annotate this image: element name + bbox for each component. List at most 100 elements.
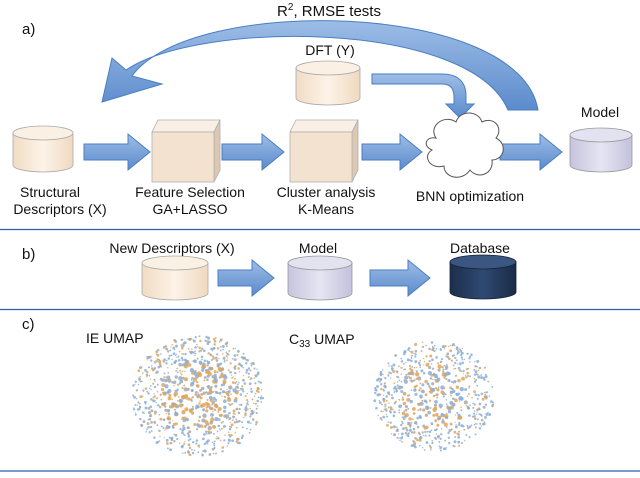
umap-point <box>182 353 185 355</box>
umap-point <box>180 357 183 360</box>
umap-point <box>242 374 245 377</box>
dft-label: DFT (Y) <box>305 42 355 58</box>
umap-point <box>189 438 192 441</box>
umap-point <box>181 363 185 367</box>
umap-point <box>250 364 253 367</box>
umap-point <box>218 358 220 360</box>
umap-point <box>247 375 250 378</box>
umap-point <box>163 361 165 364</box>
umap-point <box>390 433 393 435</box>
umap-point <box>137 401 140 404</box>
model-label-a: Model <box>580 104 620 120</box>
umap-point <box>187 435 191 438</box>
umap-point <box>153 410 157 414</box>
umap-point <box>436 396 439 399</box>
umap-point <box>402 391 407 396</box>
arrow-new-to-model <box>217 258 275 298</box>
umap-point <box>400 373 403 376</box>
umap-point <box>141 395 144 397</box>
umap-point <box>246 402 249 405</box>
umap-point <box>147 425 150 429</box>
umap-point <box>447 372 451 376</box>
umap-point <box>452 389 456 394</box>
umap-point <box>217 411 220 414</box>
umap-point <box>447 357 451 361</box>
umap-point <box>163 372 166 375</box>
umap-point <box>392 363 396 367</box>
umap-point <box>194 336 197 339</box>
umap-point <box>403 379 406 382</box>
umap-point <box>461 376 465 381</box>
umap-point <box>437 364 442 369</box>
umap-point <box>409 367 412 370</box>
umap-point <box>149 413 152 417</box>
umap-point <box>179 379 184 384</box>
umap-point <box>435 433 438 435</box>
umap-point <box>175 370 178 372</box>
umap-point <box>437 386 440 389</box>
umap-point <box>156 348 160 352</box>
umap-point <box>234 365 237 368</box>
umap-point <box>484 373 487 376</box>
umap-point <box>442 447 446 451</box>
umap-point <box>159 417 163 421</box>
feature-label-line1: Feature Selection <box>135 184 245 200</box>
umap-point <box>188 408 193 413</box>
umap-point <box>476 359 480 363</box>
umap-point <box>439 437 442 441</box>
umap-point <box>414 445 417 449</box>
umap-point <box>172 420 174 422</box>
umap-point <box>173 391 179 396</box>
umap-point <box>454 398 458 403</box>
umap-point <box>169 441 173 445</box>
umap-point <box>384 403 387 406</box>
c33-umap-scatter <box>373 341 495 452</box>
umap-point <box>415 370 418 373</box>
umap-point <box>212 337 216 341</box>
umap-point <box>434 378 436 381</box>
umap-point <box>132 394 135 397</box>
umap-point <box>469 355 472 358</box>
umap-point <box>213 377 216 381</box>
umap-point <box>456 351 460 354</box>
umap-point <box>421 399 424 402</box>
umap-point <box>185 395 188 398</box>
umap-point <box>151 367 154 371</box>
umap-point <box>444 365 449 369</box>
umap-point <box>187 426 190 429</box>
umap-point <box>187 443 191 447</box>
umap-point <box>410 354 413 357</box>
umap-point <box>424 379 428 384</box>
umap-point <box>213 408 217 411</box>
umap-point <box>234 372 237 375</box>
umap-point <box>148 375 151 377</box>
umap-point <box>234 431 236 433</box>
umap-point <box>149 384 152 387</box>
umap-point <box>462 373 465 375</box>
structural-label-line2: Descriptors (X) <box>13 201 107 217</box>
umap-point <box>167 378 172 383</box>
umap-point <box>390 377 392 379</box>
umap-point <box>183 377 188 382</box>
umap-point <box>173 433 175 436</box>
umap-point <box>417 402 420 406</box>
umap-point <box>223 409 227 413</box>
umap-point <box>156 424 159 427</box>
umap-point <box>443 372 448 377</box>
umap-point <box>386 424 389 427</box>
umap-point <box>427 410 432 415</box>
umap-point <box>256 371 260 374</box>
umap-point <box>439 417 441 419</box>
umap-point <box>449 349 453 353</box>
umap-point <box>457 392 461 395</box>
umap-point <box>216 353 219 356</box>
umap-point <box>255 412 258 415</box>
umap-point <box>228 411 231 415</box>
umap-point <box>427 442 429 444</box>
umap-point <box>380 387 383 391</box>
umap-point <box>433 344 436 347</box>
umap-point <box>199 396 203 400</box>
umap-point <box>160 398 163 401</box>
umap-point <box>147 366 151 369</box>
